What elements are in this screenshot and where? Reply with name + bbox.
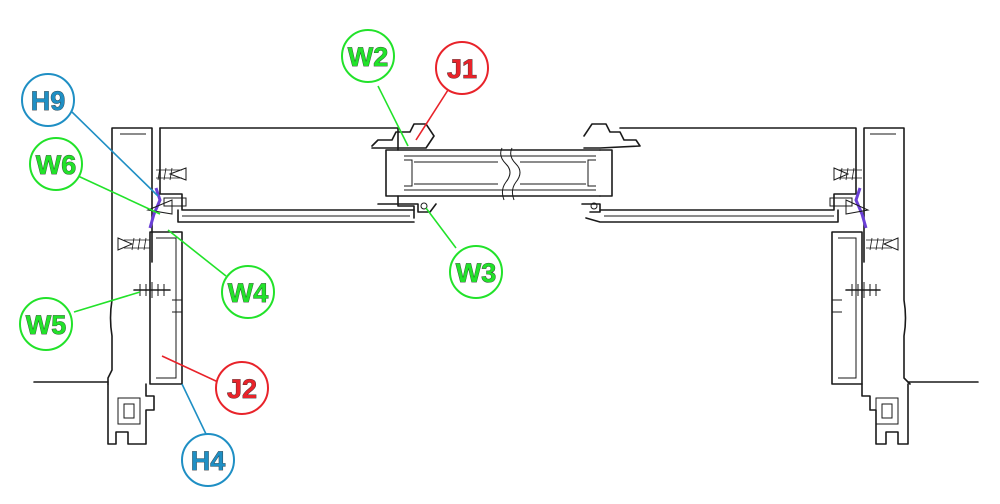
callout-w6: W6 xyxy=(29,137,83,191)
callout-circle xyxy=(21,73,75,127)
callout-circle xyxy=(29,137,83,191)
right-fixing-bolt xyxy=(845,282,881,298)
callout-label: J1 xyxy=(447,54,477,84)
callout-label: W3 xyxy=(456,258,497,288)
callout-h4: H4 xyxy=(181,433,235,487)
leader-j1 xyxy=(415,89,449,141)
left-fixing-bolt xyxy=(133,282,171,298)
callout-circle xyxy=(435,41,489,95)
left-sash xyxy=(159,127,415,223)
callout-j2: J2 xyxy=(215,361,269,415)
leader-h4 xyxy=(181,383,207,435)
callout-circle xyxy=(181,433,235,487)
leader-h9 xyxy=(71,111,159,197)
callout-w4: W4 xyxy=(221,265,275,319)
callout-label: W4 xyxy=(228,278,269,308)
callout-circle xyxy=(449,245,503,299)
callout-circle xyxy=(19,297,73,351)
callout-label: W5 xyxy=(26,310,67,340)
callout-circle xyxy=(341,29,395,83)
leader-j2 xyxy=(161,355,219,383)
callout-w2: W2 xyxy=(341,29,395,83)
leader-w4 xyxy=(167,229,227,277)
callout-h9: H9 xyxy=(21,73,75,127)
center-meeting-stiles xyxy=(371,123,641,213)
leader-w2 xyxy=(377,85,409,147)
leader-w3 xyxy=(425,207,457,249)
callout-j1: J1 xyxy=(435,41,489,95)
callout-label: J2 xyxy=(227,374,257,404)
leader-w6 xyxy=(77,175,161,215)
callout-label: W6 xyxy=(36,150,77,180)
callout-w5: W5 xyxy=(19,297,73,351)
right-seal xyxy=(854,187,868,229)
callout-w3: W3 xyxy=(449,245,503,299)
callout-label: W2 xyxy=(348,42,389,72)
right-sash xyxy=(585,127,857,223)
leader-lines xyxy=(71,85,457,435)
right-screw-top xyxy=(833,167,862,181)
callout-label: H4 xyxy=(191,446,226,476)
right-screw-bottom xyxy=(866,237,899,251)
leader-w5 xyxy=(73,291,141,313)
right-jamb xyxy=(831,127,979,445)
left-screw-top xyxy=(156,167,187,181)
callout-label: H9 xyxy=(31,86,66,116)
callout-circle xyxy=(215,361,269,415)
left-seal xyxy=(148,187,162,229)
callout-circle xyxy=(221,265,275,319)
left-screw-bottom xyxy=(117,237,150,251)
